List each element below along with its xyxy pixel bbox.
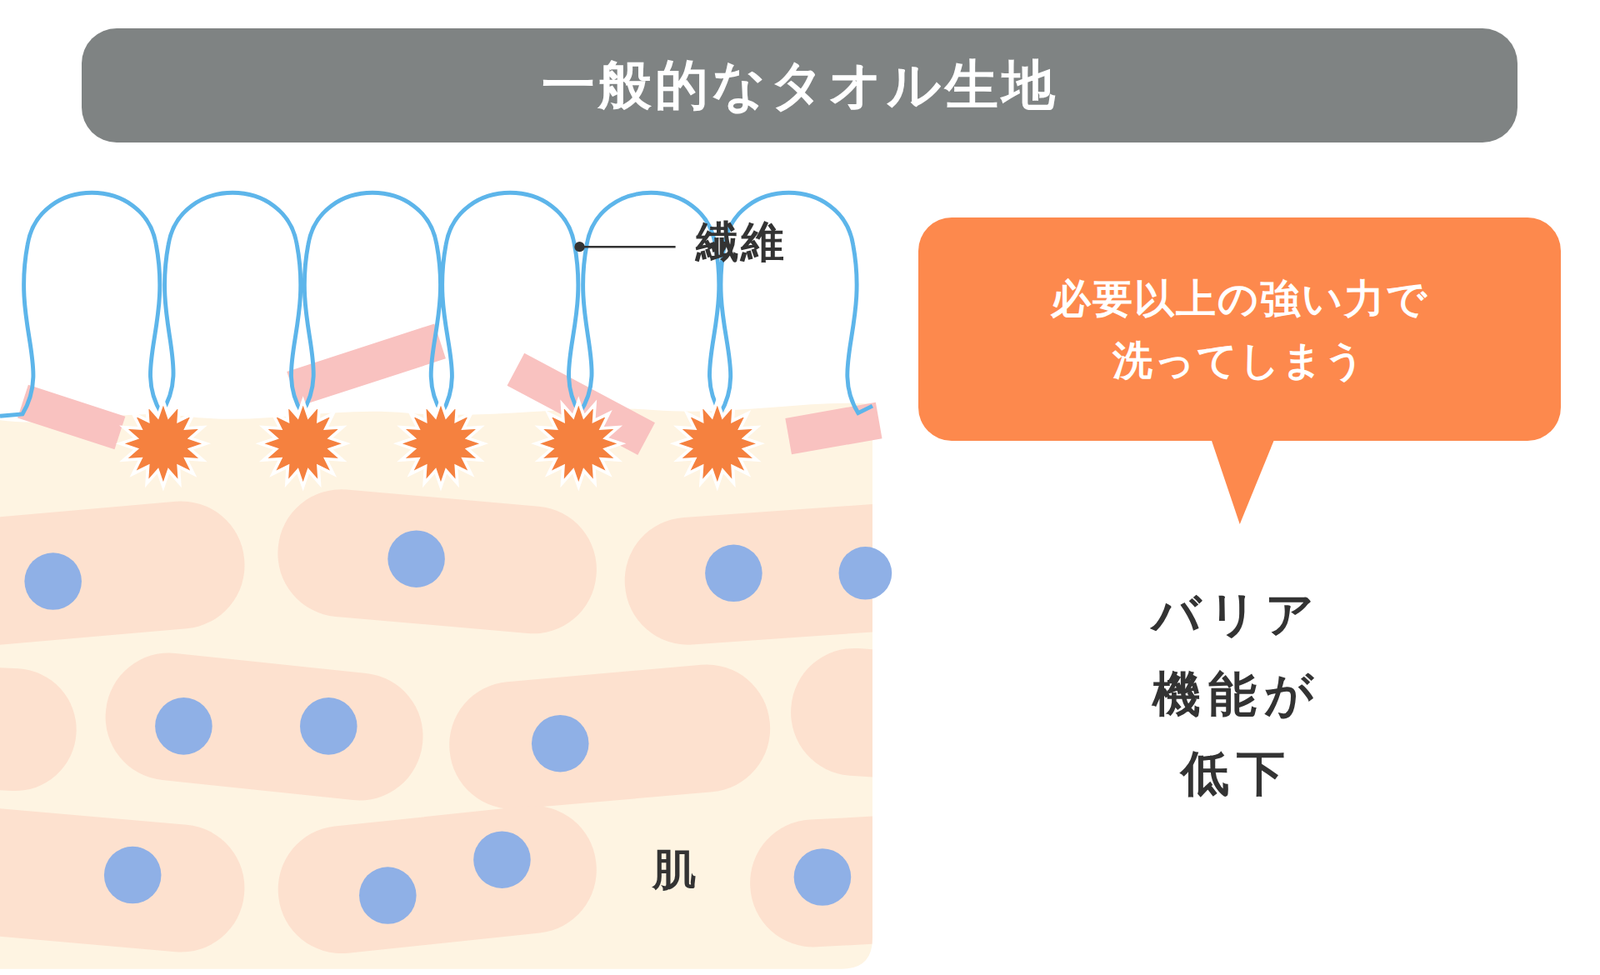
friction-burst <box>535 400 622 487</box>
friction-burst <box>674 400 760 487</box>
towel-fiber <box>0 192 873 416</box>
callout-box: 必要以上の強い力で 洗ってしまう <box>918 217 1561 441</box>
skin <box>0 403 1050 970</box>
fiber-label: 繊維 <box>695 218 786 266</box>
friction-burst <box>260 400 346 487</box>
cell-nuclei <box>24 530 892 924</box>
skin-label: 肌 <box>652 845 698 894</box>
title-bar: 一般的なタオル生地 <box>81 28 1518 143</box>
result-text: バリア 機能が 低下 <box>1145 575 1329 815</box>
friction-burst <box>120 400 206 487</box>
title: 一般的なタオル生地 <box>541 49 1059 122</box>
callout-text: 必要以上の強い力で 洗ってしまう <box>1035 267 1445 392</box>
fiber-leader <box>574 241 675 252</box>
callout-pointer <box>1210 436 1275 525</box>
friction-burst <box>398 400 485 487</box>
friction-bursts <box>120 400 760 487</box>
skin-cells <box>0 484 1050 960</box>
